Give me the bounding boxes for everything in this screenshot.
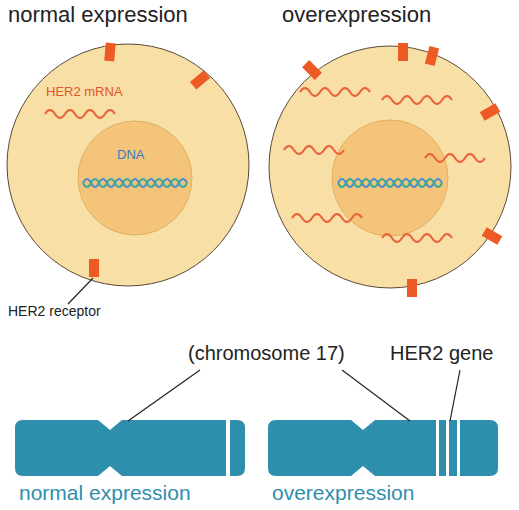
mrna-wave bbox=[45, 88, 485, 242]
chromosome-caption: overexpression bbox=[272, 481, 414, 505]
chromosome-shape bbox=[268, 420, 498, 476]
callout-label: HER2 receptor bbox=[8, 303, 101, 319]
cell: normal expressionHER2 mRNADNA bbox=[6, 43, 250, 287]
nucleus bbox=[332, 120, 448, 236]
callout-label: HER2 gene bbox=[390, 342, 493, 365]
dna-helix bbox=[83, 179, 187, 187]
dna-label: DNA bbox=[117, 148, 144, 163]
chromosome-shape bbox=[15, 420, 245, 476]
nucleus-outline bbox=[77, 120, 193, 236]
gene-band bbox=[226, 420, 460, 476]
chromosome-outline bbox=[15, 420, 245, 476]
mrna-label: HER2 mRNA bbox=[46, 85, 123, 100]
cell-shape bbox=[269, 46, 511, 288]
her2-receptor bbox=[89, 43, 502, 297]
callout-label: (chromosome 17) bbox=[188, 342, 345, 365]
dna-helix bbox=[338, 179, 442, 187]
chromosome-caption: normal expression bbox=[19, 481, 191, 505]
nucleus-shape bbox=[78, 121, 192, 235]
nucleus: DNA bbox=[77, 120, 193, 236]
cell-heading: normal expression bbox=[8, 2, 188, 27]
chromosome: normal expression bbox=[15, 420, 245, 476]
cell-shape bbox=[7, 44, 249, 286]
cell: overexpression bbox=[268, 45, 512, 289]
cell-outline bbox=[268, 45, 512, 289]
chromosome: overexpression bbox=[268, 420, 498, 476]
chromosome-outline bbox=[268, 420, 498, 476]
cell-heading: overexpression bbox=[282, 2, 431, 27]
